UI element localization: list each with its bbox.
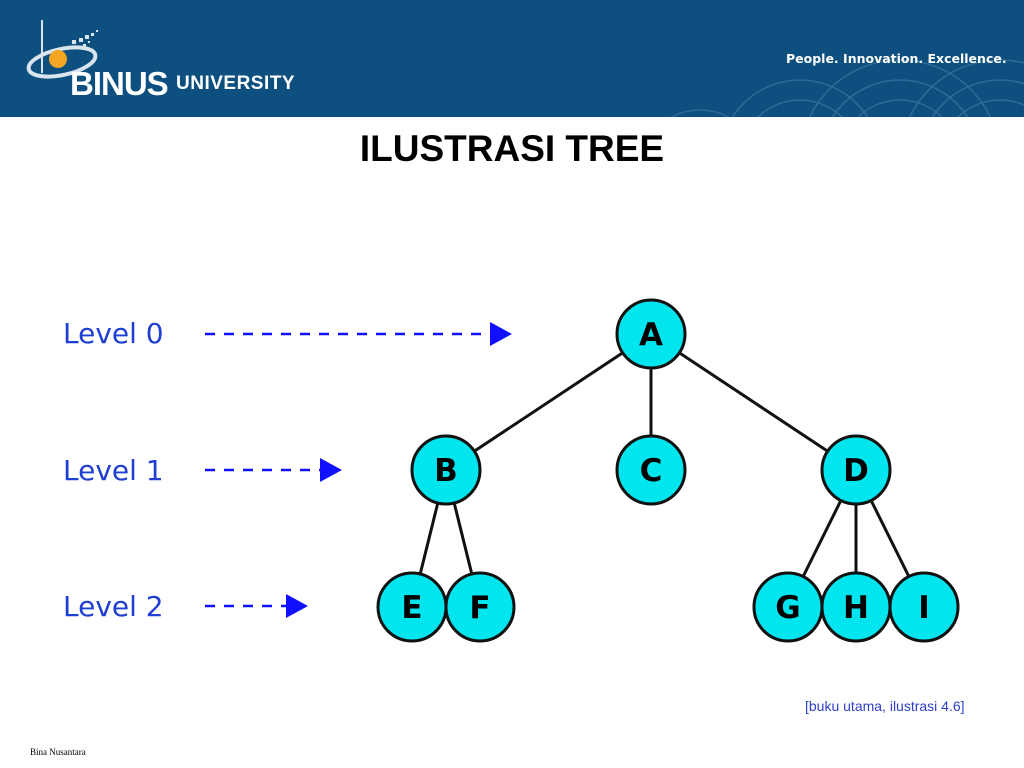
header-tagline: People. Innovation. Excellence. xyxy=(786,51,1007,66)
tree-node-circle xyxy=(615,434,687,506)
level-1-label: Level 1 xyxy=(63,454,164,487)
level-0-arrowhead-icon xyxy=(490,322,512,346)
tree-node-h: H xyxy=(820,571,892,643)
level-2-label: Level 2 xyxy=(63,590,164,623)
tree-node-b: B xyxy=(410,434,482,506)
tree-node-label: D xyxy=(843,453,869,489)
tree-node-circle xyxy=(615,298,687,370)
slide-title: ILUSTRASI TREE xyxy=(359,128,665,169)
header-banner: BINUS UNIVERSITY People. Innovation. Exc… xyxy=(0,0,1024,117)
tree-node-i: I xyxy=(888,571,960,643)
tree-node-f: F xyxy=(444,571,516,643)
tree-node-circle xyxy=(820,434,892,506)
footer-text: Bina Nusantara xyxy=(30,747,86,757)
tree-node-label: I xyxy=(918,590,930,626)
level-0-label: Level 0 xyxy=(63,317,164,350)
tree-node-g: G xyxy=(752,571,824,643)
binus-logo-icon xyxy=(26,20,98,79)
tree-node-circle xyxy=(888,571,960,643)
logo-text-binus: BINUS xyxy=(70,65,169,102)
tree-node-label: C xyxy=(640,453,663,489)
tree-node-label: F xyxy=(469,590,490,626)
tree-node-label: G xyxy=(775,590,800,626)
tree-node-circle xyxy=(410,434,482,506)
figure-caption: [buku utama, ilustrasi 4.6] xyxy=(805,698,965,714)
tree-node-circle xyxy=(444,571,516,643)
tree-node-a: A xyxy=(615,298,687,370)
tree-node-label: H xyxy=(843,590,869,626)
tree-node-d: D xyxy=(820,434,892,506)
tree-node-label: B xyxy=(434,453,458,489)
tree-node-label: A xyxy=(639,317,663,353)
tree-edge-a-b xyxy=(445,332,652,472)
level-2-arrowhead-icon xyxy=(286,594,308,618)
level-1-arrowhead-icon xyxy=(320,458,342,482)
header-arc-pattern xyxy=(670,59,1024,117)
tree-node-label: E xyxy=(401,590,422,626)
tree-node-c: C xyxy=(615,434,687,506)
tree-node-e: E xyxy=(376,571,448,643)
logo-text-university: UNIVERSITY xyxy=(176,73,296,94)
tree-edge-a-d xyxy=(650,332,857,472)
